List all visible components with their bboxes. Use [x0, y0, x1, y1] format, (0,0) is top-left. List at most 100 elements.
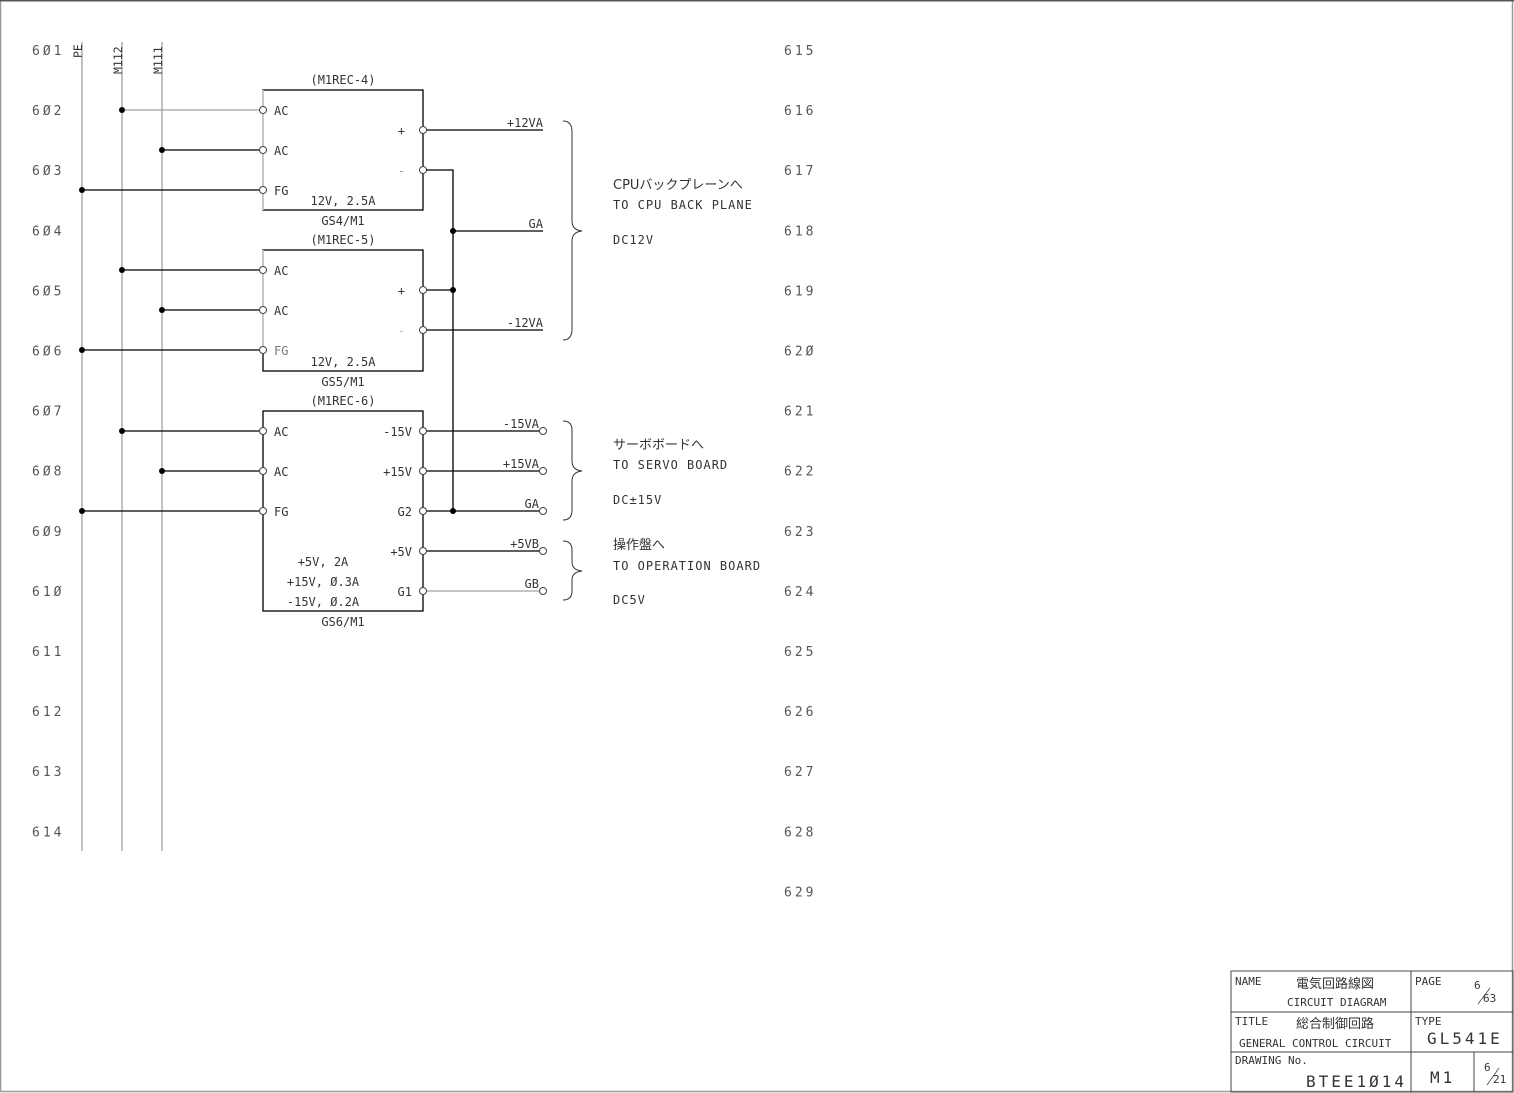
- pin-label: AC: [274, 465, 288, 479]
- sub-number: 6: [1484, 1061, 1491, 1074]
- net-label-minus12va: -12VA: [507, 316, 544, 330]
- terminal: [419, 547, 427, 555]
- bus-label-pe: PE: [71, 44, 85, 58]
- line-number: 6Ø5: [32, 284, 64, 299]
- line-number: 6Ø2: [32, 104, 64, 119]
- terminal: [259, 427, 267, 435]
- type-label: TYPE: [1415, 1015, 1442, 1028]
- supply-model: GS5/M1: [321, 375, 364, 389]
- terminal: [259, 146, 267, 154]
- line-number: 6Ø4: [32, 224, 64, 239]
- terminal: [419, 507, 427, 515]
- line-number: 613: [32, 765, 64, 780]
- bus-label-m112: M112: [111, 46, 125, 74]
- pin-label: -: [398, 324, 405, 338]
- type-value: GL541E: [1427, 1029, 1503, 1048]
- pin-label: FG: [274, 184, 288, 198]
- destination-en: TO SERVO BOARD: [613, 458, 728, 472]
- terminal: [539, 547, 547, 555]
- destination-jp: サーボボードへ: [613, 438, 704, 453]
- wire-ga-return: [426, 169, 454, 511]
- destination-cpu-backplane: CPUバックプレーンへ TO CPU BACK PLANE DC12V: [613, 178, 753, 247]
- supply-model: GS4/M1: [321, 214, 364, 228]
- name-jp: 電気回路線図: [1296, 976, 1374, 992]
- terminal: [419, 286, 427, 294]
- sub-total: 21: [1493, 1073, 1506, 1086]
- terminal: [419, 427, 427, 435]
- page-total: 63: [1483, 992, 1496, 1005]
- terminal: [259, 507, 267, 515]
- pin-label: +15V: [383, 465, 412, 479]
- net-label-plus5vb: +5VB: [510, 537, 539, 551]
- line-number: 625: [784, 645, 816, 660]
- pin-label: AC: [274, 144, 288, 158]
- line-number: 6Ø8: [32, 465, 64, 480]
- line-number: 626: [784, 705, 816, 720]
- line-number: 621: [784, 405, 816, 420]
- line-number: 6Ø9: [32, 525, 64, 540]
- page-label: PAGE: [1415, 975, 1442, 988]
- page-number: 6: [1474, 979, 1481, 992]
- terminal: [419, 166, 427, 174]
- destination-en: TO CPU BACK PLANE: [613, 198, 753, 212]
- title-block: NAME 電気回路線図 CIRCUIT DIAGRAM PAGE 6 63 TI…: [1230, 970, 1514, 1093]
- line-number: 628: [784, 825, 816, 840]
- terminal: [419, 326, 427, 334]
- pin-label: -15V: [383, 425, 412, 439]
- destination-voltage: DC12V: [613, 233, 654, 247]
- pin-label: -: [398, 164, 405, 178]
- junction-dot: [79, 187, 85, 193]
- line-number: 614: [32, 825, 64, 840]
- destination-en: TO OPERATION BOARD: [613, 559, 761, 573]
- line-number: 611: [32, 645, 64, 660]
- line-number: 6Ø6: [32, 345, 64, 360]
- line-number: 623: [784, 525, 816, 540]
- terminal: [259, 266, 267, 274]
- destination-voltage: DC±15V: [613, 493, 662, 507]
- power-supply-gs6: (M1REC-6) AC AC FG -15V +15V G2 +5V G1: [79, 394, 547, 629]
- supply-rating: 12V, 2.5A: [310, 194, 376, 208]
- net-label-plus12va: +12VA: [507, 116, 544, 130]
- terminal: [259, 346, 267, 354]
- name-en: CIRCUIT DIAGRAM: [1287, 996, 1387, 1009]
- terminal: [539, 467, 547, 475]
- power-supply-gs5: (M1REC-5) AC AC FG + - -12VA 12V, 2.5A G…: [79, 233, 544, 389]
- pin-label: FG: [274, 505, 288, 519]
- line-number: 618: [784, 224, 816, 239]
- supply-rating: +15V, Ø.3A: [287, 575, 360, 589]
- line-number: 617: [784, 164, 816, 179]
- line-number: 6Ø7: [32, 405, 64, 420]
- power-buses: PE M112 M111: [71, 42, 165, 851]
- line-number: 6Ø3: [32, 164, 64, 179]
- supply-rating: -15V, Ø.2A: [287, 595, 360, 609]
- power-supply-gs4: (M1REC-4) AC AC FG + - +12VA GA 12V, 2.5…: [79, 73, 544, 511]
- pin-label: G1: [398, 585, 412, 599]
- net-label-ga: GA: [529, 217, 544, 231]
- junction-dot: [450, 228, 456, 234]
- line-number: 61Ø: [32, 585, 64, 600]
- pin-label: +5V: [390, 545, 412, 559]
- junction-dot: [159, 147, 165, 153]
- title-jp: 総合制御回路: [1296, 1016, 1374, 1032]
- brace-servo-board: [562, 420, 583, 521]
- pin-label: +: [398, 284, 405, 298]
- drawing-label: DRAWING No.: [1235, 1054, 1308, 1067]
- terminal: [419, 587, 427, 595]
- line-number: 624: [784, 585, 816, 600]
- brace-operation-board: [562, 540, 583, 601]
- line-number: 615: [784, 44, 816, 59]
- junction-dot: [79, 347, 85, 353]
- junction-dot: [450, 287, 456, 293]
- line-number: 619: [784, 284, 816, 299]
- terminal: [259, 106, 267, 114]
- net-label-plus15va: +15VA: [503, 457, 540, 471]
- left-line-numbers: 6Ø16Ø26Ø36Ø46Ø56Ø66Ø76Ø86Ø961Ø6116126136…: [32, 44, 64, 840]
- pin-label: +: [398, 124, 405, 138]
- pin-label: AC: [274, 264, 288, 278]
- line-number: 6Ø1: [32, 44, 64, 59]
- junction-dot: [119, 428, 125, 434]
- title-label: TITLE: [1235, 1015, 1268, 1028]
- net-label-gb: GB: [525, 577, 539, 591]
- pin-label: AC: [274, 104, 288, 118]
